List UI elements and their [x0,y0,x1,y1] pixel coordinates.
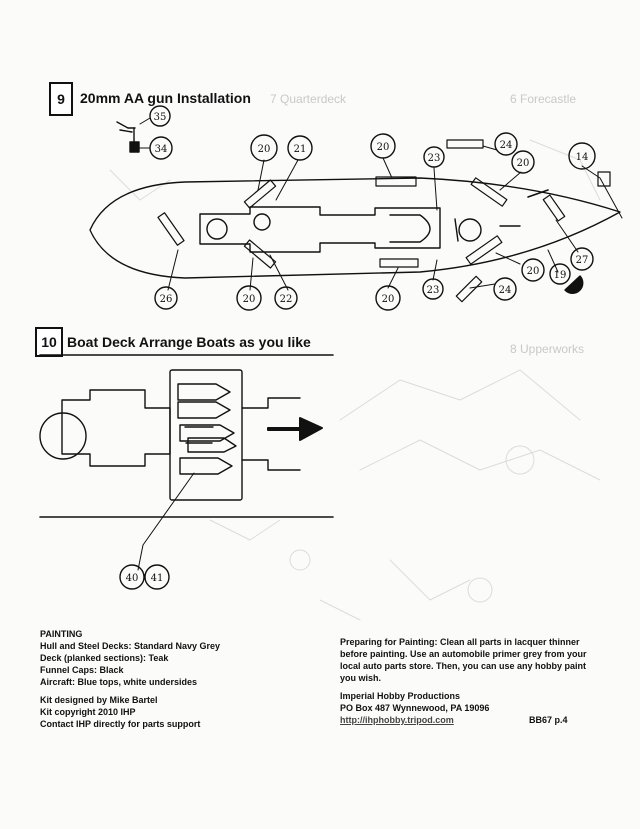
callout-34: 34 [155,144,168,155]
painting-section: PAINTING Hull and Steel Decks: Standard … [40,628,220,688]
aa-gun-icon [116,121,140,153]
callout-26: 26 [160,294,173,305]
prep-line: you wish. [340,673,382,683]
callout-circles [149,105,596,311]
callout-20-a: 20 [258,144,271,155]
prep-line: Preparing for Painting: Clean all parts … [340,637,580,647]
prep-section: Preparing for Painting: Clean all parts … [340,636,587,684]
ship-hull-outline [89,177,621,279]
credit-line: Contact IHP directly for parts support [40,719,201,729]
boat-deck-drawing [39,354,334,590]
step-8-ghost-label: 8 Upperworks [510,342,585,356]
callout-20-b: 20 [377,142,390,153]
company-section: Imperial Hobby Productions PO Box 487 Wy… [340,690,489,726]
callout-19: 19 [554,270,567,281]
callout-20-c: 20 [517,158,530,169]
callout-21: 21 [294,144,307,155]
step-6-ghost-label: 6 Forecastle [510,92,577,106]
credits-section: Kit designed by Mike Bartel Kit copyrigh… [40,694,200,730]
painting-line: Funnel Caps: Black [40,665,124,675]
callout-23-b: 23 [427,285,440,296]
step-9-number: 9 [49,82,73,116]
step-10-number: 10 [35,327,63,357]
callout-20-d: 20 [243,294,256,305]
superstructure-outline [199,206,521,253]
callout-41: 41 [151,573,164,584]
company-name: Imperial Hobby Productions [340,691,461,701]
step-9-title: 20mm AA gun Installation [80,90,251,106]
leader-lines [137,117,623,291]
ghost-sketch [109,139,601,621]
callout-23-a: 23 [428,153,441,164]
prep-line: local auto parts store. Then, you can us… [340,661,587,671]
callout-22: 22 [280,294,293,305]
painting-line: Hull and Steel Decks: Standard Navy Grey [40,641,221,651]
assembly-drawing: 35 34 20 21 20 23 24 20 14 26 20 22 20 2… [39,105,623,621]
painting-line: Deck (planked sections): Teak [40,653,169,663]
prep-line: before painting. Use an automobile prime… [340,649,587,659]
painting-line: Aircraft: Blue tops, white undersides [40,677,198,687]
company-address: PO Box 487 Wynnewood, PA 19096 [340,703,490,713]
step-10-title: Boat Deck Arrange Boats as you like [67,334,311,350]
callout-20-f: 20 [527,266,540,277]
callout-40: 40 [126,573,139,584]
callout-labels: 35 34 20 21 20 23 24 20 14 26 20 22 20 2… [126,112,589,584]
credit-line: Kit copyright 2010 IHP [40,707,136,717]
callout-27: 27 [576,255,589,266]
painting-heading: PAINTING [40,629,83,639]
part-strips [157,139,611,303]
step-7-ghost-label: 7 Quarterdeck [270,92,347,106]
callout-35: 35 [154,112,167,123]
callout-24-b: 24 [499,285,512,296]
page-number: BB67 p.4 [529,715,568,725]
company-url-link[interactable]: http://ihphobby.tripod.com [340,715,454,725]
credit-line: Kit designed by Mike Bartel [40,695,158,705]
callout-24-a: 24 [500,140,513,151]
callout-20-e: 20 [382,294,395,305]
callout-14: 14 [576,152,589,163]
